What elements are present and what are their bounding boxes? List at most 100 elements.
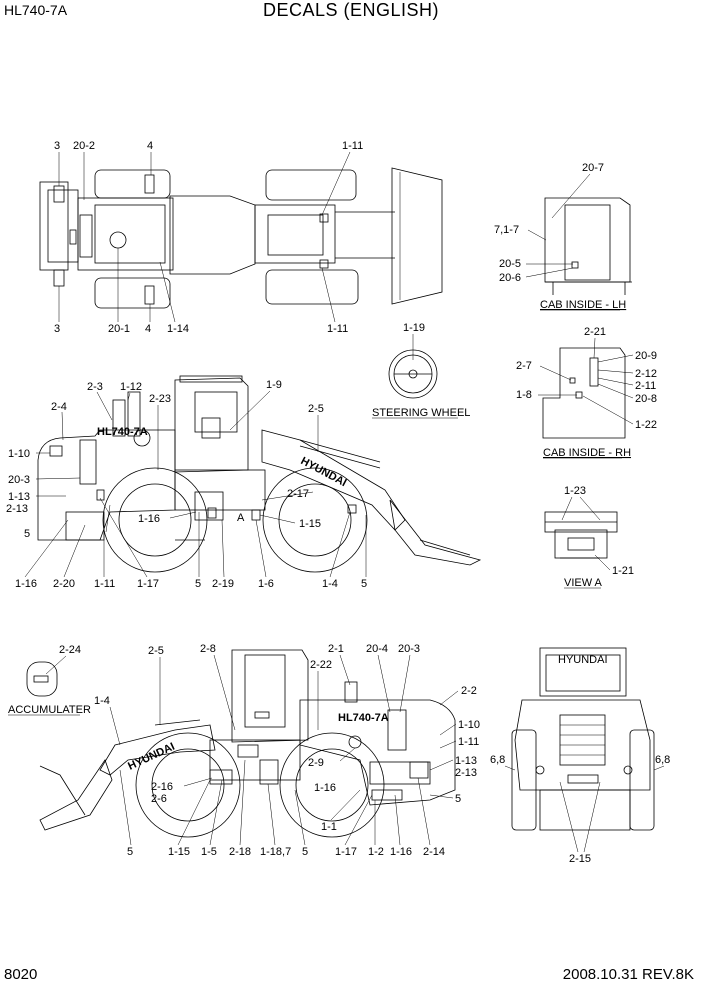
callout: 1-15: [168, 846, 190, 858]
callout: 1-21: [612, 565, 634, 577]
callout: 20-1: [108, 323, 130, 335]
view-caption: CAB INSIDE - LH: [540, 299, 626, 311]
model-number: HL740-7A: [4, 2, 68, 18]
brand-decal: HYUNDAI: [126, 741, 177, 773]
callout: 2-17: [287, 488, 309, 500]
callout: 1-15: [299, 518, 321, 530]
callout: 20-3: [8, 474, 30, 486]
callout: 1-11: [342, 140, 363, 152]
callout: 20-2: [73, 140, 95, 152]
callout: 3: [54, 323, 60, 335]
callout: 2-2: [461, 685, 477, 697]
callout: 1-6: [258, 578, 274, 590]
callout: 1-4: [322, 578, 338, 590]
callout: 20-6: [499, 272, 521, 284]
callout: 1-17: [335, 846, 357, 858]
callout: 1-13: [8, 491, 30, 503]
callout: 1-2: [368, 846, 384, 858]
callout: 2-5: [308, 403, 324, 415]
callout: 6,8: [490, 754, 505, 766]
callout: 1-10: [8, 448, 30, 460]
callout: 1-9: [266, 379, 282, 391]
callout: 1-17: [137, 578, 159, 590]
callout: 2-3: [87, 381, 103, 393]
rear-view: HYUNDAI 6,8 6,8 2-15: [490, 647, 670, 865]
view-caption: VIEW A: [564, 577, 603, 589]
callout: 1-11: [458, 736, 479, 748]
cab-inside-rh: 2-21 20-9 2-7 2-12 2-11 1-8 20-8 1-22 CA…: [516, 326, 657, 459]
accumulator-view: 2-24 ACCUMULATER: [8, 644, 91, 716]
callout: 3: [54, 140, 60, 152]
callout: 1-1: [321, 821, 337, 833]
callout: 1-4: [94, 695, 110, 707]
callout: 5: [24, 528, 30, 540]
right-side-view: HYUNDAI HL740-7A 2-5 2-8 2-1 20-4 20-3 2…: [39, 643, 480, 858]
callout: 2-23: [149, 393, 171, 405]
callout: 2-16: [151, 781, 173, 793]
callout: 2-13: [455, 767, 477, 779]
callout: 2-18: [229, 846, 251, 858]
callout: 1-11: [94, 578, 115, 590]
callout: 6,8: [655, 754, 670, 766]
callout: 2-21: [584, 326, 606, 338]
callout: 1-16: [15, 578, 37, 590]
callout: 1-16: [314, 782, 336, 794]
callout: 2-13: [6, 503, 28, 515]
callout: 2-20: [53, 578, 75, 590]
callout: 1-16: [390, 846, 412, 858]
left-side-view: HYUNDAI HL740-7A 2-3 1-12 1-9 2-4 2-23 2…: [6, 375, 482, 590]
callout: 5: [361, 578, 367, 590]
callout: 2-19: [212, 578, 234, 590]
callout: 2-9: [308, 757, 324, 769]
callout: 4: [145, 323, 151, 335]
callout: 2-11: [635, 380, 656, 392]
callout: 20-3: [398, 643, 420, 655]
revision-date: 2008.10.31 REV.8K: [562, 966, 694, 983]
brand-decal: HYUNDAI: [558, 654, 608, 666]
callout: 5: [195, 578, 201, 590]
view-caption: ACCUMULATER: [8, 704, 91, 716]
callout: 20-4: [366, 643, 388, 655]
page-number: 8020: [4, 966, 38, 983]
callout: 2-12: [635, 368, 657, 380]
callout: 1-18,7: [260, 846, 291, 858]
cab-inside-lh: 20-7 7,1-7 20-5 20-6 CAB INSIDE - LH: [494, 162, 632, 311]
callout: A: [237, 512, 245, 524]
callout: 1-10: [458, 719, 480, 731]
callout: 1-19: [403, 322, 425, 334]
callout: 1-8: [516, 389, 532, 401]
callout: 2-22: [310, 659, 332, 671]
callout: 1-5: [201, 846, 217, 858]
callout: 2-8: [200, 643, 216, 655]
callout: 20-9: [635, 350, 657, 362]
callout: 2-1: [328, 643, 344, 655]
model-decal: HL740-7A: [338, 712, 389, 724]
callout: 20-8: [635, 393, 657, 405]
callout: 1-16: [138, 513, 160, 525]
callout: 20-5: [499, 258, 521, 270]
callout: 4: [147, 140, 153, 152]
callout: 1-14: [167, 323, 189, 335]
callout: 20-7: [582, 162, 604, 174]
page-title: DECALS (ENGLISH): [262, 0, 440, 20]
callout: 2-14: [423, 846, 445, 858]
view-caption: CAB INSIDE - RH: [543, 447, 631, 459]
callout: 2-15: [569, 853, 591, 865]
view-a: 1-23 1-21 VIEW A: [544, 485, 634, 589]
callout: 2-7: [516, 360, 532, 372]
callout: 5: [302, 846, 308, 858]
model-decal: HL740-7A: [97, 426, 148, 438]
callout: 7,1-7: [494, 224, 519, 236]
callout: 1-22: [635, 419, 657, 431]
callout: 2-4: [51, 401, 67, 413]
callout: 1-11: [327, 323, 348, 335]
callout: 2-6: [151, 793, 167, 805]
callout: 5: [455, 793, 461, 805]
callout: 1-23: [564, 485, 586, 497]
callout: 1-12: [120, 381, 142, 393]
callout: 2-24: [59, 644, 81, 656]
callout: 1-13: [455, 755, 477, 767]
view-caption: STEERING WHEEL: [372, 407, 470, 419]
callout: 5: [127, 846, 133, 858]
